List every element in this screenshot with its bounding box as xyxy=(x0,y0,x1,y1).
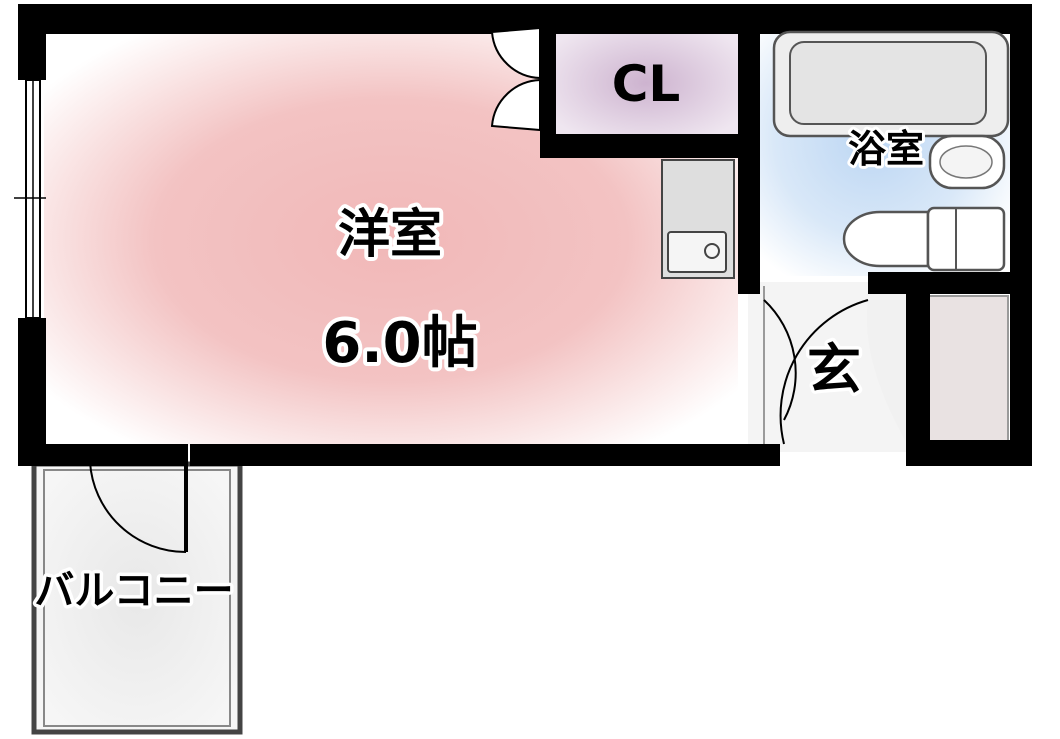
shoe-cabinet xyxy=(927,295,1009,443)
washbasin xyxy=(928,134,1006,190)
balcony-inner-rail xyxy=(43,469,231,727)
balcony-door xyxy=(89,454,188,554)
toilet xyxy=(842,206,1006,272)
window xyxy=(14,79,46,319)
closet-area xyxy=(553,28,739,138)
western-room-label: 洋室 xyxy=(338,205,442,265)
bathroom-label: 浴室 xyxy=(848,127,924,171)
balcony-label: バルコニー xyxy=(34,568,233,614)
closet-label: CL xyxy=(612,55,681,113)
entrance-label: 玄 xyxy=(807,338,861,401)
closet-doors xyxy=(490,26,541,132)
entrance-door xyxy=(763,286,906,445)
western-room-size: 6.0帖 xyxy=(322,311,477,376)
walls xyxy=(18,4,1032,466)
balcony-area xyxy=(31,461,243,735)
kitchen-unit xyxy=(661,159,735,279)
bathtub xyxy=(772,30,1010,138)
sink-drain-icon xyxy=(704,243,720,259)
